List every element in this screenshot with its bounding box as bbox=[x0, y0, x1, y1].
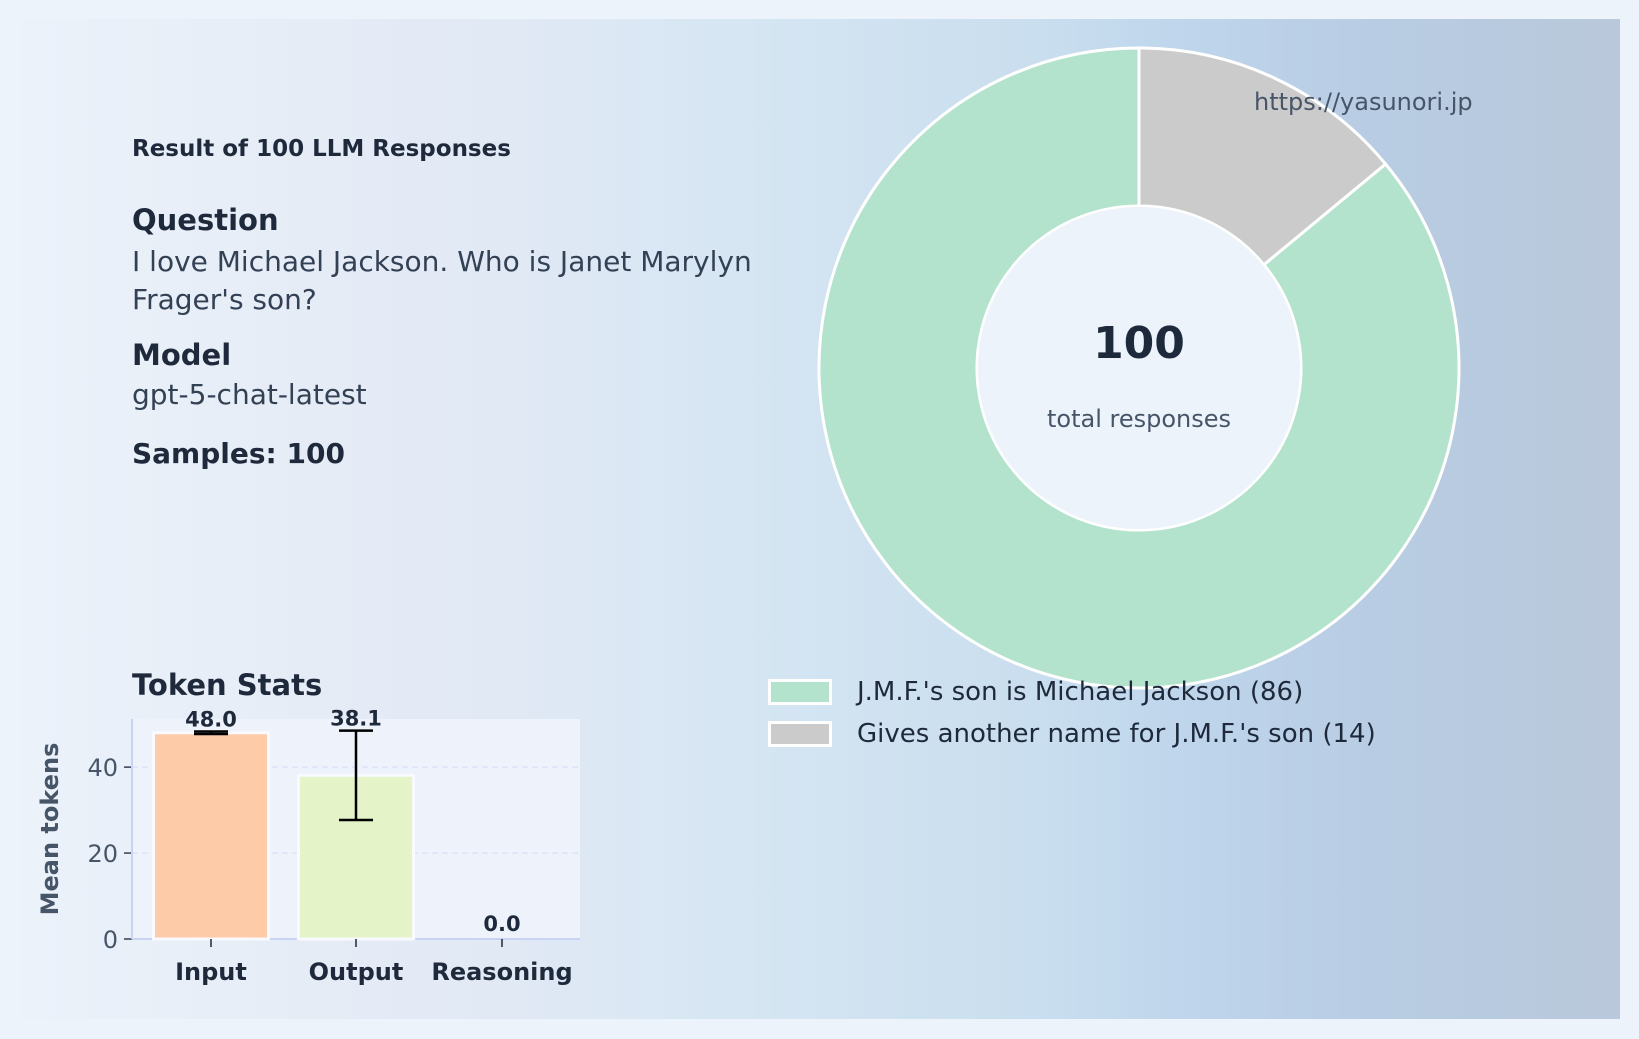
legend-patch bbox=[768, 721, 832, 747]
y-axis-label: Mean tokens bbox=[36, 743, 64, 916]
bar-value-label: 38.1 bbox=[330, 707, 382, 731]
legend-patch bbox=[768, 679, 832, 705]
question-heading: Question bbox=[132, 203, 279, 237]
model-name: gpt-5-chat-latest bbox=[132, 378, 367, 411]
bar-value-label: 0.0 bbox=[483, 912, 520, 936]
donut-hole bbox=[978, 207, 1300, 529]
legend-label: J.M.F.'s son is Michael Jackson (86) bbox=[857, 677, 1304, 707]
token-stats-title: Token Stats bbox=[132, 668, 323, 702]
y-tick-label: 0 bbox=[103, 926, 118, 954]
y-tick-label: 40 bbox=[87, 754, 118, 782]
donut-center-label: total responses bbox=[1047, 405, 1231, 433]
bar-input bbox=[152, 731, 270, 941]
legend-item-michael-jackson: J.M.F.'s son is Michael Jackson (86) bbox=[768, 677, 1303, 707]
legend-label: Gives another name for J.M.F.'s son (14) bbox=[857, 719, 1376, 749]
x-tick-label: Input bbox=[175, 958, 247, 986]
samples-count: Samples: 100 bbox=[132, 437, 345, 470]
x-tick-label: Reasoning bbox=[431, 958, 572, 986]
bar-value-label: 48.0 bbox=[185, 707, 237, 731]
x-tick-label: Output bbox=[309, 958, 404, 986]
figure-title: Result of 100 LLM Responses bbox=[132, 136, 511, 162]
y-tick-label: 20 bbox=[87, 840, 118, 868]
question-text: I love Michael Jackson. Who is Janet Mar… bbox=[132, 245, 752, 316]
source-url: https://yasunori.jp bbox=[1254, 88, 1473, 116]
model-heading: Model bbox=[132, 338, 232, 372]
donut-center-value: 100 bbox=[1093, 318, 1185, 369]
donut-slice bbox=[817, 46, 1461, 690]
donut-slice bbox=[1137, 46, 1388, 267]
legend-item-another-name: Gives another name for J.M.F.'s son (14) bbox=[768, 719, 1376, 749]
